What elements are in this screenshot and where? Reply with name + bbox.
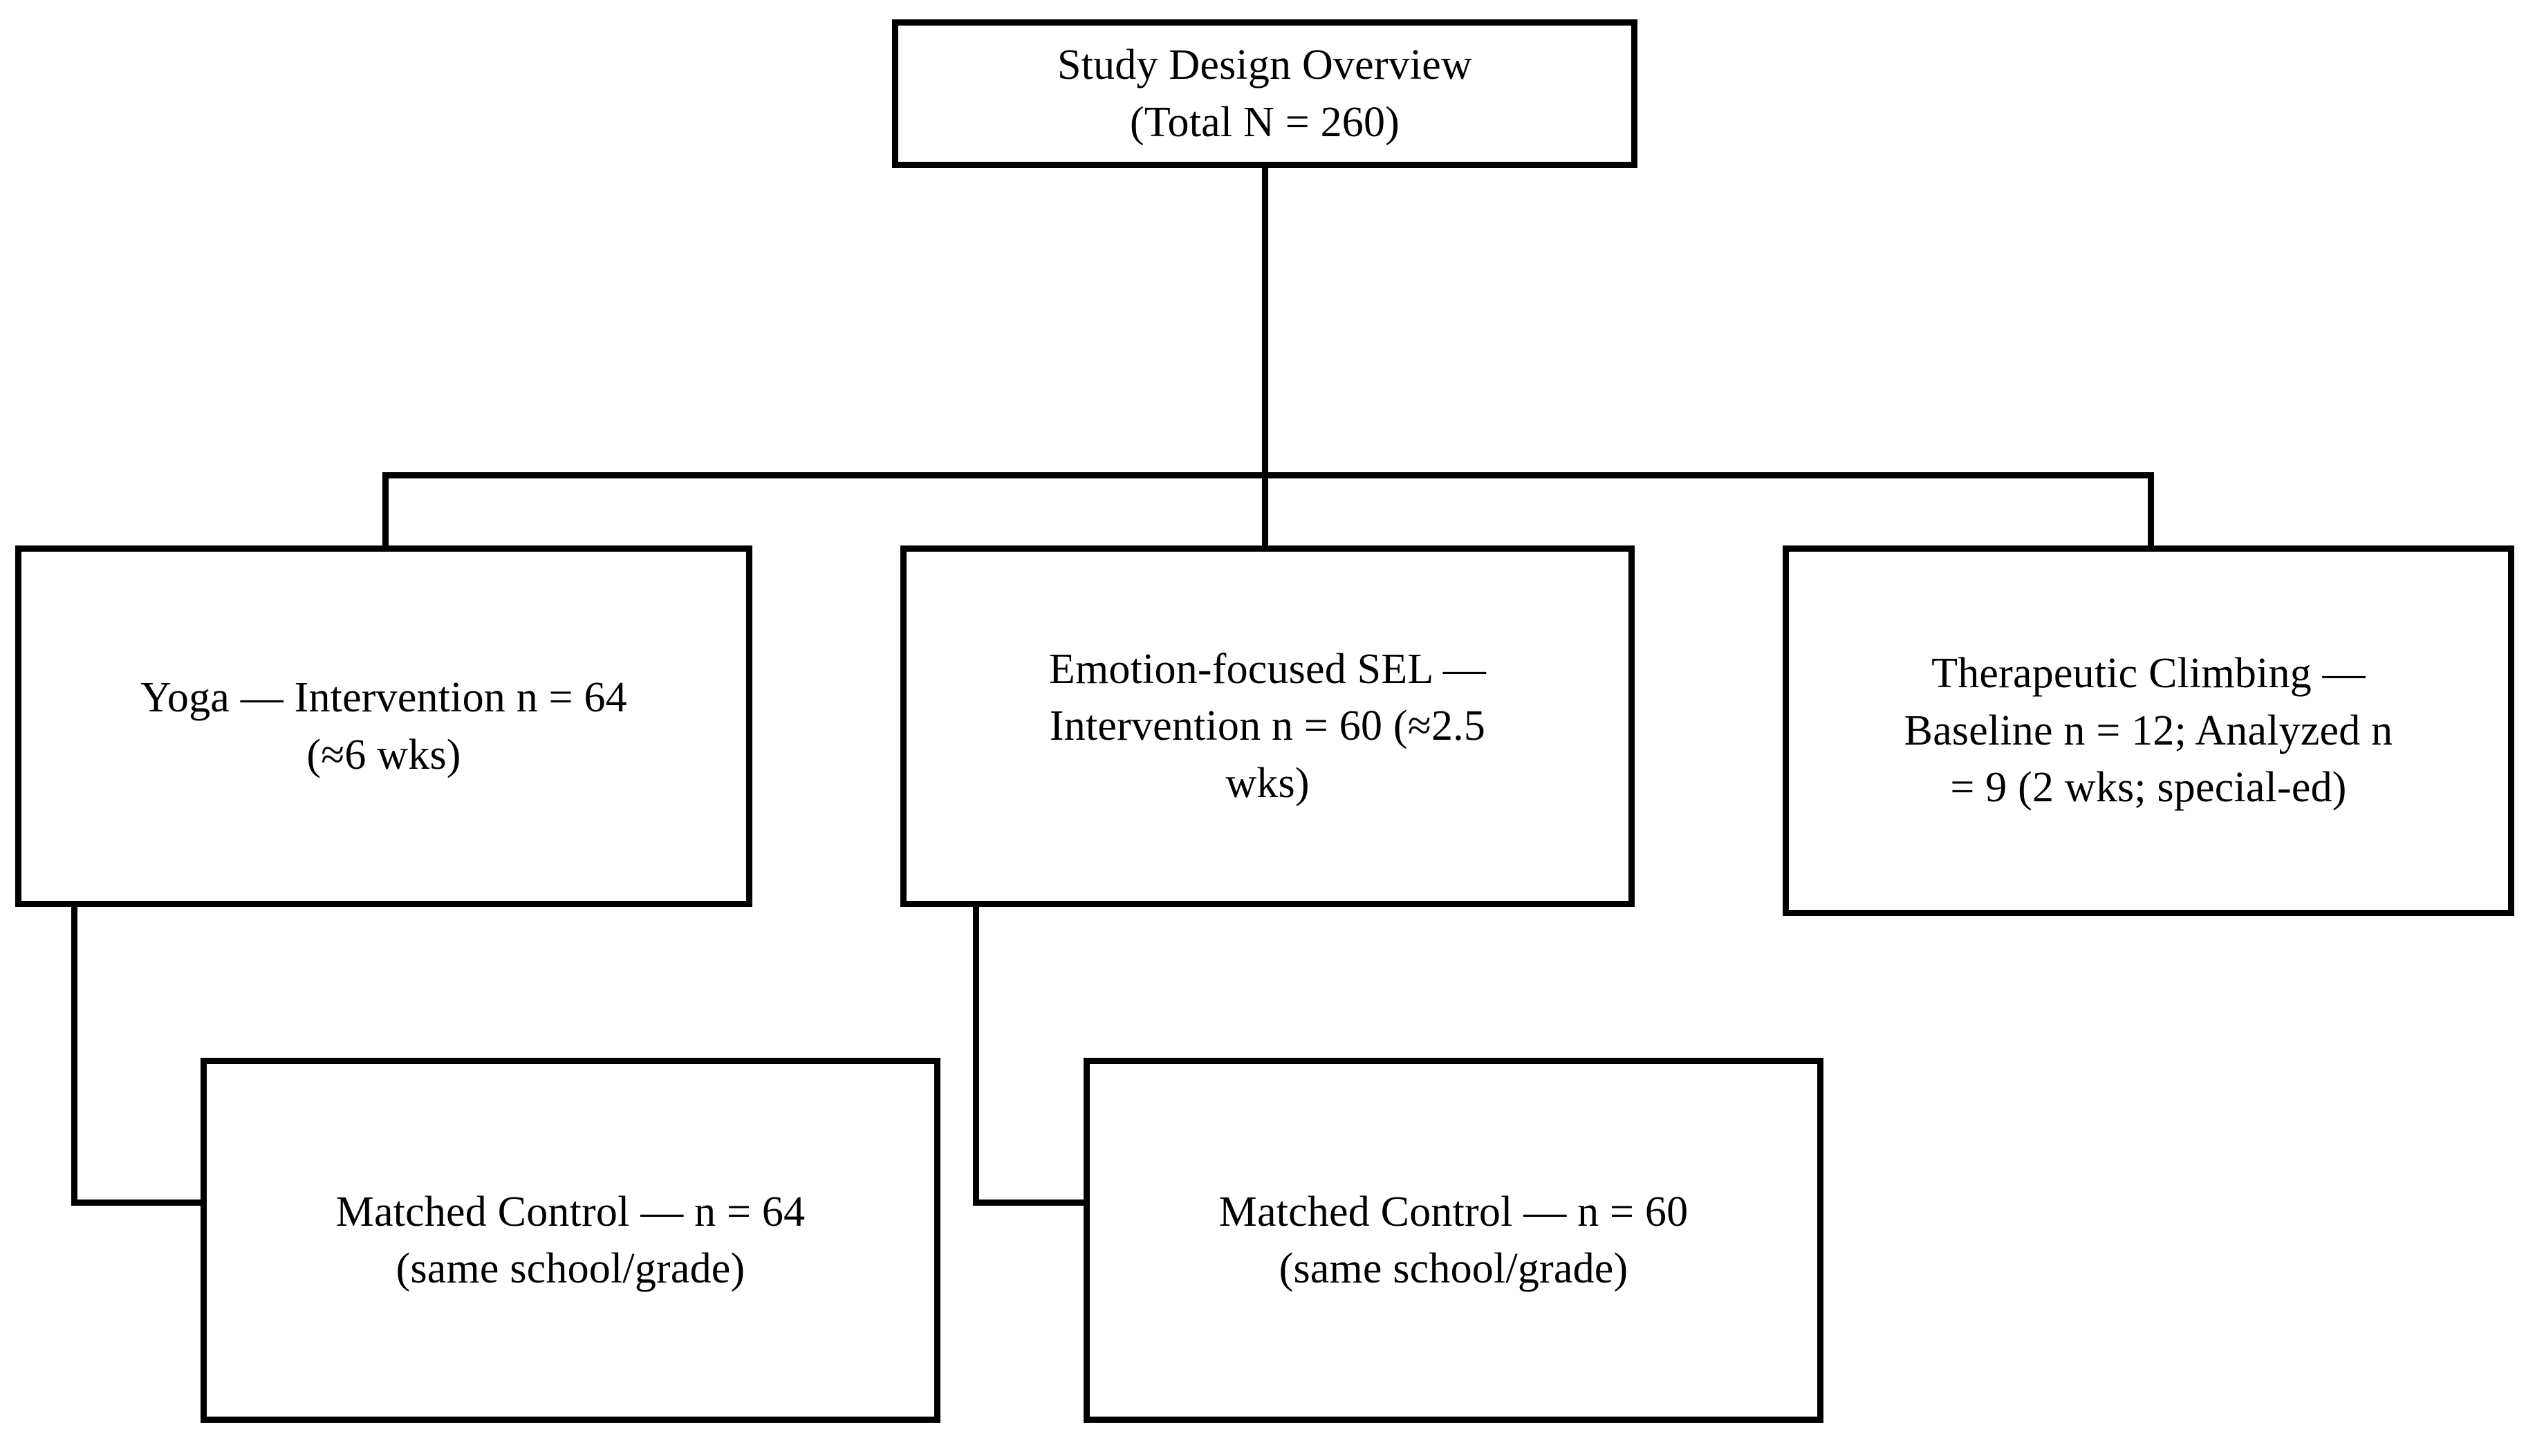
node-study-design-overview[interactable]: Study Design Overview (Total N = 260) (892, 19, 1637, 168)
node-emotion-focused-sel-intervention[interactable]: Emotion-focused SEL — Intervention n = 6… (900, 545, 1635, 907)
node-matched-control-yoga-label: Matched Control — n = 64 (same school/gr… (335, 1188, 806, 1292)
node-yoga-intervention-label: Yoga — Intervention n = 64 (≈6 wks) (140, 674, 627, 778)
edge-bus-to-sel (1262, 472, 1268, 545)
node-study-design-overview-label: Study Design Overview (Total N = 260) (1057, 41, 1472, 146)
node-matched-control-yoga[interactable]: Matched Control — n = 64 (same school/gr… (201, 1058, 940, 1423)
edge-yoga-to-control-vertical (71, 907, 77, 1206)
node-emotion-focused-sel-intervention-label: Emotion-focused SEL — Intervention n = 6… (1048, 645, 1487, 807)
node-matched-control-sel-label: Matched Control — n = 60 (same school/gr… (1218, 1188, 1689, 1292)
edge-root-bus (382, 472, 2154, 478)
edge-sel-to-control-horizontal (973, 1200, 1090, 1206)
edge-bus-to-yoga (382, 472, 389, 545)
edge-root-stub (1262, 168, 1268, 478)
node-therapeutic-climbing-label: Therapeutic Climbing — Baseline n = 12; … (1904, 650, 2393, 812)
node-yoga-intervention[interactable]: Yoga — Intervention n = 64 (≈6 wks) (15, 545, 752, 907)
node-therapeutic-climbing[interactable]: Therapeutic Climbing — Baseline n = 12; … (1783, 545, 2514, 916)
edge-bus-to-climbing (2148, 472, 2154, 545)
node-matched-control-sel[interactable]: Matched Control — n = 60 (same school/gr… (1084, 1058, 1823, 1423)
edge-sel-to-control-vertical (973, 907, 979, 1206)
edge-yoga-to-control-horizontal (71, 1200, 207, 1206)
